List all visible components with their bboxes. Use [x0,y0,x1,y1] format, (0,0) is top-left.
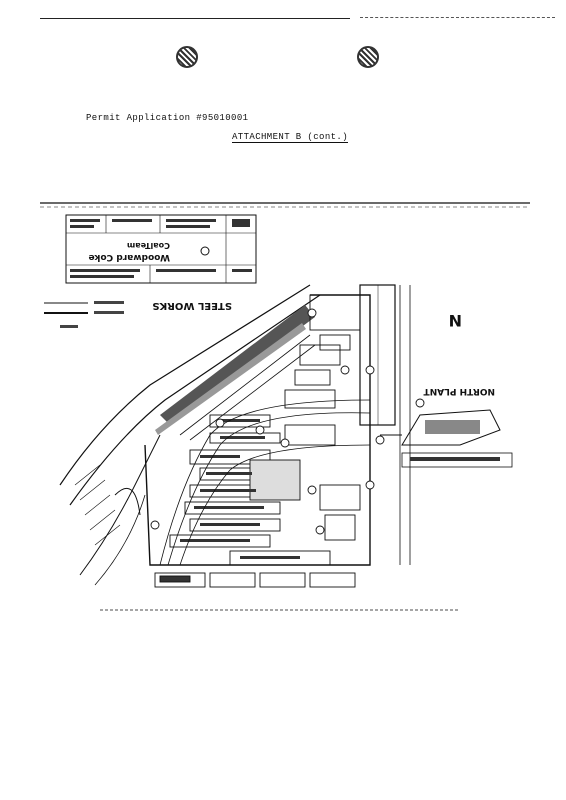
bottom-lots [154,572,356,588]
scan-top-dash [360,17,555,18]
title-block-name: Woodward Coke [89,252,170,262]
title-block-company: CoalTeam [127,241,170,250]
north-arrow-icon: N [449,311,462,330]
rail-yard [155,305,316,441]
north-plant-label: NORTH PLANT [423,386,495,396]
map-markers [150,308,425,535]
punch-hole-icon [176,46,198,68]
punch-hole-icon [357,46,379,68]
building-labels [180,419,300,559]
site-map: Woodward Coke CoalTeam STEEL WORKS [40,202,530,611]
svg-text:N: N [449,311,462,330]
plant-buildings [169,294,361,566]
attachment-heading: ATTACHMENT B (cont.) [232,132,349,143]
north-plant: NORTH PLANT [380,386,513,468]
map-legend [44,301,124,328]
steel-works-label: STEEL WORKS [152,300,232,311]
scan-top-line [40,18,350,19]
permit-application-number: Permit Application #95010001 [86,113,249,123]
title-block: Woodward Coke CoalTeam [65,214,257,284]
